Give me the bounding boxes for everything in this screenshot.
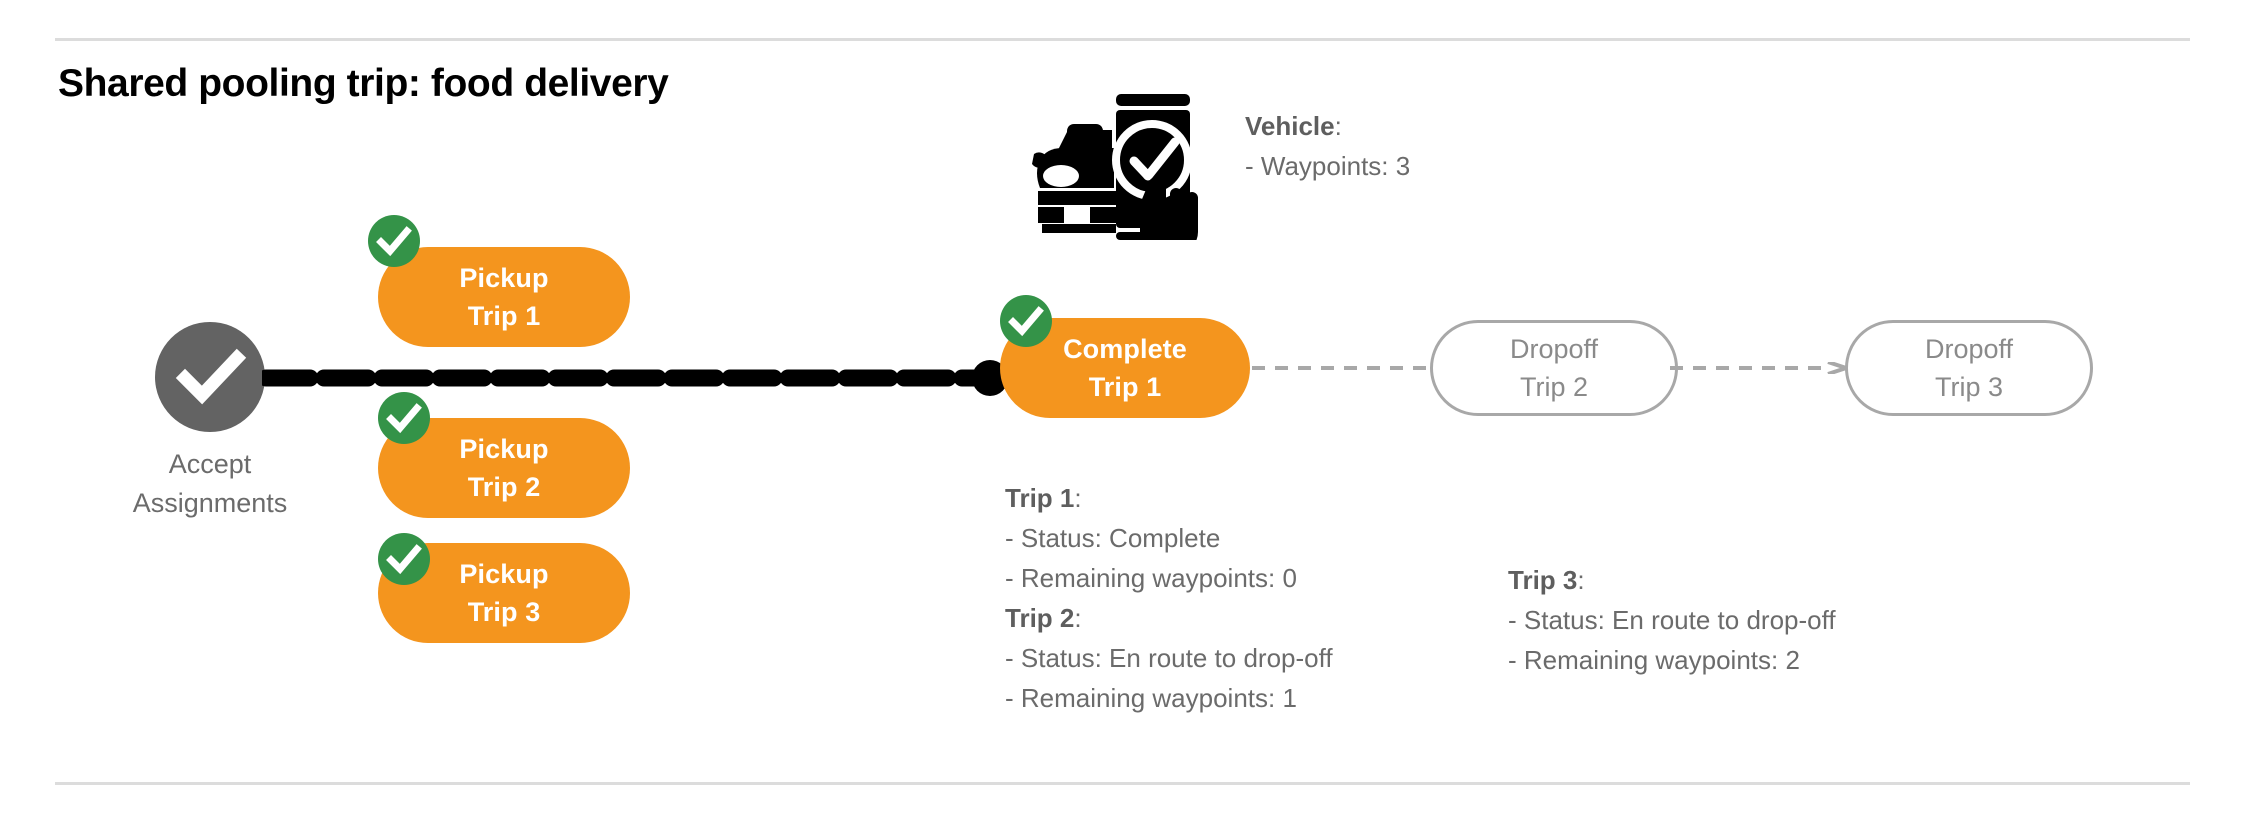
pickup-trip-2-line2: Trip 2 [467, 472, 541, 502]
trip-2-status-line: - Status: En route to drop-off [1005, 643, 1333, 673]
pickup-trip-2-line1: Pickup [459, 434, 549, 464]
pickup-trip-1-line2: Trip 1 [467, 301, 541, 331]
pickup-trip-2-node[interactable]: Pickup Trip 2 [378, 418, 630, 518]
pickup-trip-1-node[interactable]: Pickup Trip 1 [378, 247, 630, 347]
pickup-trip-1-line1: Pickup [459, 263, 549, 293]
trip-3-heading-text: Trip 3 [1508, 565, 1578, 595]
connector-dropoff2-to-dropoff3 [1670, 362, 1848, 374]
pickup-trip-2-check-badge [378, 392, 430, 444]
pickup-trip-3-line1: Pickup [459, 559, 549, 589]
trip-3-heading-colon: : [1577, 565, 1585, 595]
trip-3-status-line: - Status: En route to drop-off [1508, 605, 1836, 635]
connector-complete-to-dropoff2 [1252, 366, 1432, 370]
check-icon [386, 544, 422, 575]
trip-1-heading: Trip 1: [1005, 478, 1333, 518]
dropoff-trip-2-node[interactable]: Dropoff Trip 2 [1430, 320, 1678, 416]
trip-1-and-2-info-block: Trip 1: - Status: Complete - Remaining w… [1005, 478, 1333, 718]
pickup-trip-1-check-badge [368, 215, 420, 267]
complete-trip-1-line2: Trip 1 [1088, 372, 1162, 402]
pickup-trip-3-line2: Trip 3 [467, 597, 541, 627]
trip-1-waypoints-line: - Remaining waypoints: 0 [1005, 563, 1297, 593]
dropoff-trip-2-line1: Dropoff [1509, 334, 1599, 364]
check-icon [376, 226, 412, 257]
check-circle-icon [175, 348, 247, 405]
trip-1-status-line: - Status: Complete [1005, 523, 1221, 553]
trip-2-heading-colon: : [1074, 603, 1082, 633]
dropoff-trip-2-line2: Trip 2 [1519, 372, 1588, 402]
trip-2-heading-text: Trip 2 [1005, 603, 1075, 633]
vehicle-heading-text: Vehicle [1245, 111, 1335, 141]
complete-trip-1-check-badge [1000, 295, 1052, 347]
car-phone-check-icon [1032, 94, 1198, 240]
divider-bottom [55, 782, 2190, 785]
trip-3-waypoints-line: - Remaining waypoints: 2 [1508, 645, 1800, 675]
connector-accept-to-complete [262, 369, 992, 387]
dropoff-trip-3-line1: Dropoff [1924, 334, 2014, 364]
vehicle-heading-colon: : [1334, 111, 1342, 141]
pickup-trip-3-check-badge [378, 533, 430, 585]
trip-1-heading-colon: : [1074, 483, 1082, 513]
vehicle-waypoints-line: - Waypoints: 3 [1245, 151, 1411, 181]
dropoff-trip-3-line2: Trip 3 [1934, 372, 2003, 402]
vehicle-info-heading: Vehicle: [1245, 106, 1410, 146]
trip-3-heading: Trip 3: [1508, 560, 1836, 600]
accept-label-line1: Accept [168, 449, 252, 479]
accept-assignments-node[interactable] [155, 322, 265, 432]
divider-top [55, 38, 2190, 41]
check-icon [1008, 306, 1044, 337]
trip-2-waypoints-line: - Remaining waypoints: 1 [1005, 683, 1297, 713]
complete-trip-1-line1: Complete [1063, 334, 1187, 364]
check-icon [386, 403, 422, 434]
vehicle-info-block: Vehicle: - Waypoints: 3 [1245, 106, 1410, 186]
trip-2-heading: Trip 2: [1005, 598, 1333, 638]
accept-label-line2: Assignments [132, 488, 288, 518]
accept-assignments-label: Accept Assignments [90, 445, 330, 523]
page-title: Shared pooling trip: food delivery [58, 62, 669, 105]
trip-3-info-block: Trip 3: - Status: En route to drop-off -… [1508, 560, 1836, 680]
dropoff-trip-3-node[interactable]: Dropoff Trip 3 [1845, 320, 2093, 416]
trip-1-heading-text: Trip 1 [1005, 483, 1075, 513]
